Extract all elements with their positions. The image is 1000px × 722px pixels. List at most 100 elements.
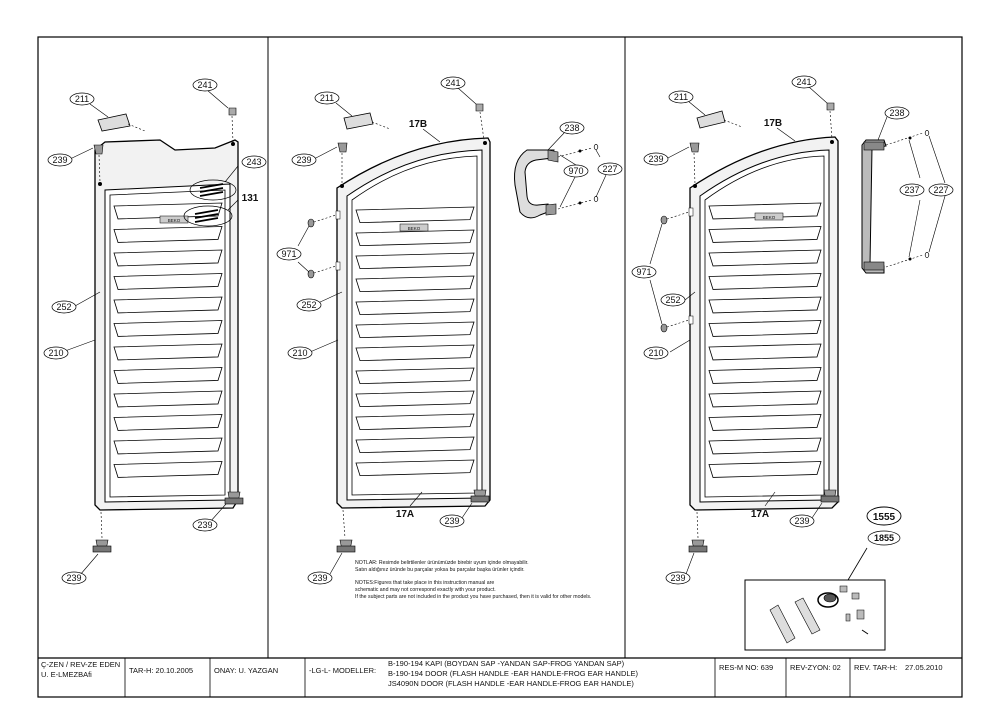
part-239-bottom-right-panel	[688, 511, 708, 553]
door-shelf	[355, 252, 475, 270]
door-shelf	[708, 343, 822, 361]
door-shelf	[355, 390, 475, 408]
revision-date-label: REV. TAR-H:	[854, 663, 897, 672]
part-239-bottom-right-right	[820, 489, 840, 503]
door-shelf	[113, 226, 223, 243]
middle-panel: BEKO	[276, 76, 623, 600]
callout-971-right: 971	[631, 265, 657, 279]
label-210: 210	[648, 348, 663, 358]
callout-243: 243	[241, 155, 267, 169]
callout-17A-mid: 17A	[396, 509, 414, 520]
callout-239-c: 239	[61, 571, 87, 585]
model-line-1: B-190-194 KAPI (BOYDAN SAP -YANDAN SAP-F…	[388, 659, 625, 668]
door-shelves	[355, 206, 475, 477]
callout-211: 211	[69, 92, 95, 106]
label-211: 211	[320, 93, 334, 103]
door-shelf	[113, 249, 223, 267]
door-shelf	[708, 273, 822, 290]
label-252: 252	[665, 295, 680, 305]
sheet-border	[37, 36, 963, 698]
callout-210-mid: 210	[287, 346, 313, 360]
right-panel: BEKO	[631, 75, 954, 651]
door-shelf	[355, 459, 475, 477]
door-shelf	[355, 298, 475, 316]
part-239-bottom-mid	[336, 509, 356, 553]
label-252: 252	[301, 300, 316, 310]
drawing-number: RES-M NO: 639	[719, 663, 773, 672]
label-252: 252	[56, 302, 71, 312]
part-971-right	[660, 207, 694, 333]
callout-239-b: 239	[192, 518, 218, 532]
label-241: 241	[197, 80, 212, 90]
part-239-bottom-right-left	[224, 491, 244, 505]
door-shelf	[708, 249, 822, 267]
callout-239-a-right: 239	[643, 152, 669, 166]
door-badge: BEKO	[763, 215, 776, 220]
callout-227-right: 227	[928, 183, 954, 197]
part-211-mid	[343, 112, 391, 130]
part-239-top-right	[689, 142, 700, 185]
revision-number: REV-ZYON: 02	[790, 663, 841, 672]
callout-1855: 1855	[867, 530, 901, 546]
label-970: 970	[568, 166, 583, 176]
callout-970-mid: 970	[563, 164, 589, 178]
note-en-line2: schematic and may not correspond exactly…	[355, 587, 496, 593]
part-239-bottom-right-mid	[470, 489, 490, 503]
label-211: 211	[674, 92, 688, 102]
model-line-3: JS4090N DOOR (FLASH HANDLE -EAR HANDLE-F…	[388, 679, 634, 688]
callout-210: 210	[43, 346, 69, 360]
label-17B: 17B	[764, 118, 782, 129]
door-shelf	[355, 413, 475, 431]
label-1855: 1855	[874, 533, 894, 543]
label-241: 241	[796, 77, 811, 87]
note-tr-line2: Satın aldığınız üründe bu parçalar yoksa…	[355, 567, 525, 573]
label-17A: 17A	[751, 509, 769, 520]
door-shelf	[355, 206, 475, 224]
door-shelf	[113, 320, 223, 337]
shelf-clips-243	[189, 179, 237, 201]
label-243: 243	[246, 157, 261, 167]
drawn-by-name: U. E-LMEZBAfi	[41, 670, 92, 679]
door-right: BEKO	[689, 136, 839, 511]
label-241: 241	[445, 78, 460, 88]
label-239: 239	[794, 516, 809, 526]
door-shelf	[355, 344, 475, 362]
part-211-left	[97, 113, 146, 132]
drawing-date: TAR-H: 20.10.2005	[129, 666, 193, 675]
door-left: BEKO	[94, 139, 239, 511]
label-17A: 17A	[396, 509, 414, 520]
part-971-mid	[307, 210, 341, 279]
door-shelf	[708, 461, 822, 478]
door-shelf	[708, 390, 822, 408]
label-971: 971	[636, 267, 651, 277]
label-237: 237	[904, 185, 919, 195]
label-227: 227	[933, 185, 948, 195]
callout-971-mid: 971	[276, 247, 302, 261]
callout-211-mid: 211	[314, 91, 340, 105]
label-1555: 1555	[873, 512, 896, 523]
door-shelves	[708, 202, 822, 478]
note-tr-line1: NOTLAR: Resimde belirtilenler ürünümüzde…	[355, 560, 529, 566]
door-shelf	[355, 275, 475, 293]
door-shelf	[708, 296, 822, 314]
door-shelf	[708, 226, 822, 243]
label-131: 131	[242, 193, 259, 204]
door-shelf	[113, 390, 223, 408]
label-239: 239	[648, 154, 663, 164]
callout-17A-right: 17A	[751, 509, 769, 520]
part-241-mid	[475, 103, 485, 141]
door-shelf	[113, 202, 223, 220]
part-211-right	[696, 110, 743, 129]
callout-239-a: 239	[47, 153, 73, 167]
label-211: 211	[75, 94, 89, 104]
approved-by: ONAY: U. YAZGAN	[214, 666, 278, 675]
note-en-line3: If the subject parts are not included in…	[355, 594, 591, 600]
callout-239-c-right: 239	[665, 571, 691, 585]
drawn-by-label: Ç-ZEN / REV-ZE EDEN	[41, 660, 120, 669]
callout-17B-mid: 17B	[409, 119, 427, 130]
callout-131: 131	[242, 193, 259, 204]
door-shelf	[708, 414, 822, 431]
label-17B: 17B	[409, 119, 427, 130]
callout-1555: 1555	[866, 506, 902, 526]
left-panel: BEKO	[43, 78, 267, 585]
